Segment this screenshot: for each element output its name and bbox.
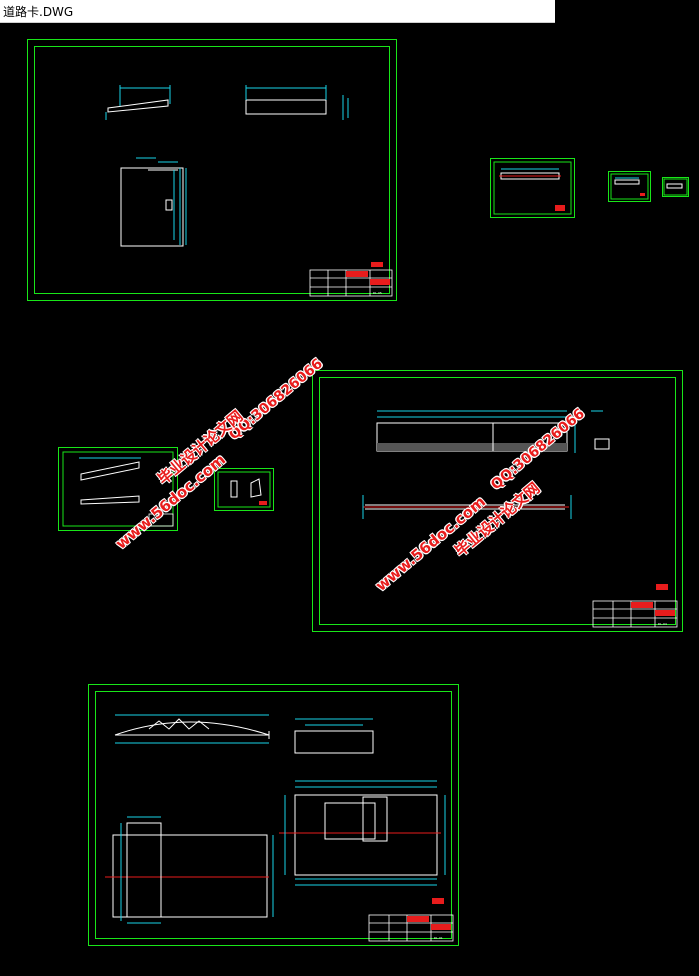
thumbnail-sheet-e[interactable] (214, 468, 274, 511)
thumbnail-sheet-b[interactable] (608, 171, 651, 202)
drawing-canvas[interactable]: DL-05 (0, 23, 699, 976)
drawing-sheet-2[interactable]: DL-04 (312, 370, 683, 632)
drawing-sheet-3[interactable]: DL-01 (88, 684, 459, 946)
sheet-3-drawing: DL-01 (105, 714, 454, 942)
sheet-2-code: DL-04 (658, 622, 667, 626)
watermark-qq-left: QQ:306826066 (226, 355, 326, 444)
drawing-sheet-1[interactable]: DL-05 (27, 39, 397, 301)
sheet-1-code: DL-05 (373, 291, 382, 295)
sheet-1-drawing: DL-05 (105, 85, 393, 297)
thumbnail-sheet-d[interactable] (58, 447, 178, 531)
thumbnail-sheet-c[interactable] (662, 177, 689, 197)
thumbnail-sheet-a[interactable] (490, 158, 575, 218)
sheet-3-code: DL-01 (434, 936, 443, 940)
sheet-2-drawing: DL-04 (362, 410, 678, 628)
window-titlebar: 道路卡.DWG (0, 0, 555, 23)
window-title: 道路卡.DWG (3, 5, 74, 19)
